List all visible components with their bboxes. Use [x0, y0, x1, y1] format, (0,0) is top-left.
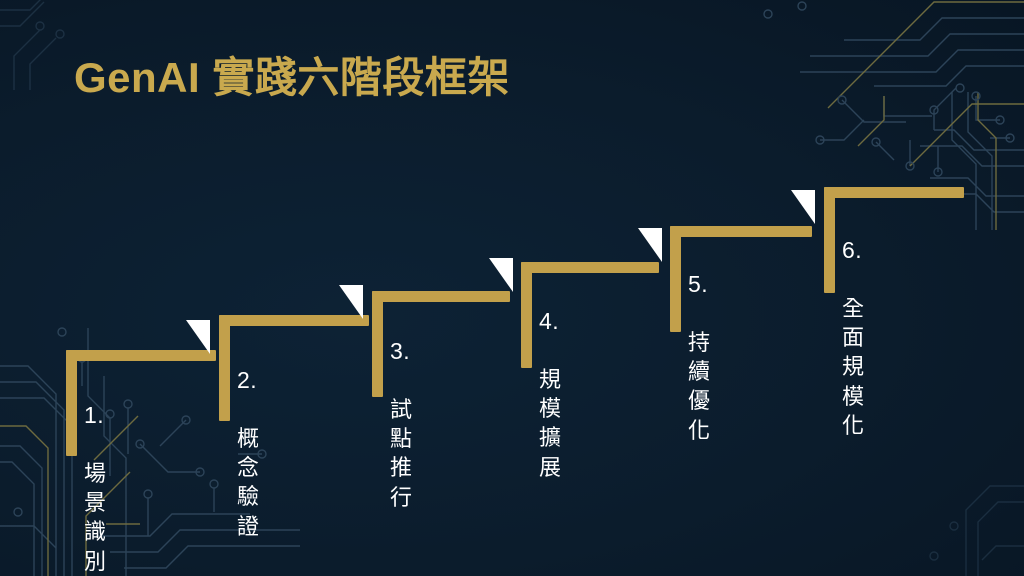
step-6-bracket-left [824, 187, 835, 293]
step-1-number: 1. [84, 402, 105, 429]
step-3-text: 試點推行 [390, 397, 413, 510]
step-4-text: 規模擴展 [539, 367, 562, 480]
step-2-bracket-left [219, 315, 230, 421]
step-5-bracket-left [670, 226, 681, 332]
step-5-text: 持續優化 [688, 330, 711, 443]
step-5-label: 5. 持續優化 [688, 240, 710, 474]
step-4-label: 4. 規模擴展 [539, 277, 561, 511]
step-5-bracket-top [670, 226, 812, 237]
step-2-bracket-top [219, 315, 369, 326]
step-4-bracket-left [521, 262, 532, 368]
step-2-label: 2. 概念驗證 [237, 336, 259, 570]
step-6-bracket-top [824, 187, 964, 198]
step-4-number: 4. [539, 308, 560, 335]
step-4-bracket-top [521, 262, 659, 273]
page-title: GenAI 實踐六階段框架 [74, 54, 510, 101]
step-3-label: 3. 試點推行 [390, 307, 412, 541]
step-2-text: 概念驗證 [237, 426, 260, 539]
step-3-number: 3. [390, 338, 411, 365]
step-6-number: 6. [842, 237, 863, 264]
step-1-bracket-top [66, 350, 216, 361]
step-1-bracket-left [66, 350, 77, 456]
step-1-label: 1. 場景識別 [84, 371, 106, 576]
step-1-text: 場景識別 [84, 461, 107, 574]
step-6-label: 6. 全面規模 化 [842, 206, 864, 469]
step-6-text: 全面規模 化 [842, 296, 865, 438]
step-2-number: 2. [237, 367, 258, 394]
step-3-bracket-left [372, 291, 383, 397]
step-5-number: 5. [688, 271, 709, 298]
step-3-bracket-top [372, 291, 510, 302]
